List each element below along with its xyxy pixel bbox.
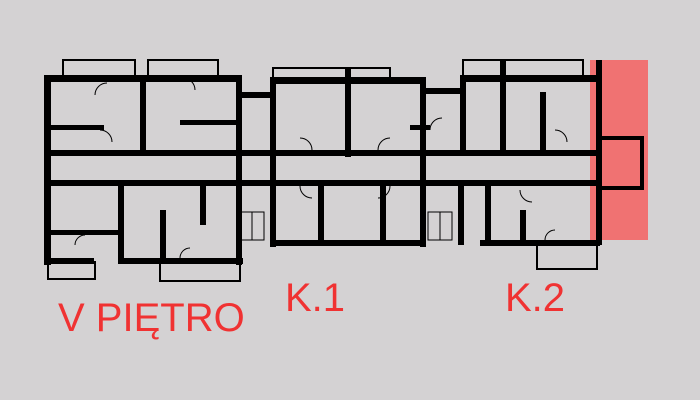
balcony	[159, 261, 241, 282]
stairs	[239, 211, 453, 241]
staircase-label-k1: K.1	[285, 276, 346, 320]
balcony	[47, 261, 96, 280]
walls	[44, 60, 602, 265]
door-swings	[74, 77, 568, 259]
floor-label: V PIĘTRO	[58, 296, 245, 340]
balcony	[536, 244, 598, 270]
balconies	[47, 59, 598, 282]
staircase-label-k2: K.2	[505, 276, 566, 320]
